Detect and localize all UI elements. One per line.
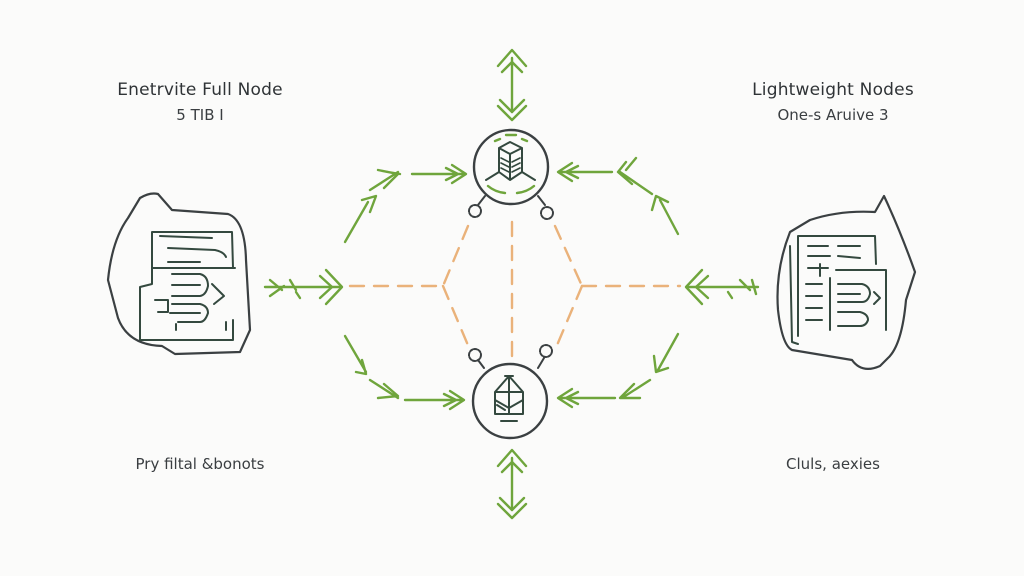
right-node-footer: Cluls, aexies bbox=[786, 455, 880, 473]
top-left-port-icon bbox=[468, 204, 482, 218]
bottom-right-port-icon bbox=[539, 344, 553, 358]
dashed-link-upper-right bbox=[553, 224, 584, 288]
dashed-links bbox=[348, 220, 682, 360]
right-lightweight-node-icon bbox=[776, 194, 917, 371]
package-box-icon bbox=[494, 375, 524, 422]
bottom-hub-node[interactable] bbox=[468, 344, 553, 440]
left-node-title: Enetrvite Full Node bbox=[117, 80, 283, 100]
bottom-left-port-icon bbox=[468, 348, 482, 362]
left-full-node-icon bbox=[106, 192, 252, 356]
server-stack-icon bbox=[485, 133, 536, 195]
right-upper-arc-arrows bbox=[556, 156, 680, 236]
right-horizontal-arrow bbox=[684, 268, 760, 306]
top-vertical-arrow bbox=[496, 48, 528, 122]
dashed-link-upper-left bbox=[441, 224, 470, 288]
left-node-footer: Pry filtal &bonots bbox=[135, 455, 265, 473]
right-node-title: Lightweight Nodes bbox=[752, 80, 914, 100]
bottom-vertical-arrow bbox=[496, 448, 528, 520]
dashed-link-lower-left bbox=[441, 284, 472, 352]
top-hub-node[interactable] bbox=[468, 128, 554, 220]
dashed-link-lower-right bbox=[553, 284, 584, 352]
right-node-subtitle: One-s Aruive 3 bbox=[777, 106, 889, 124]
left-lower-arc-arrows bbox=[343, 334, 466, 411]
left-node-subtitle: 5 TIB I bbox=[176, 106, 224, 124]
right-lower-arc-arrows bbox=[556, 332, 680, 409]
left-upper-arc-arrows bbox=[343, 163, 468, 244]
left-horizontal-arrow bbox=[263, 268, 344, 306]
top-right-port-icon bbox=[540, 206, 554, 220]
